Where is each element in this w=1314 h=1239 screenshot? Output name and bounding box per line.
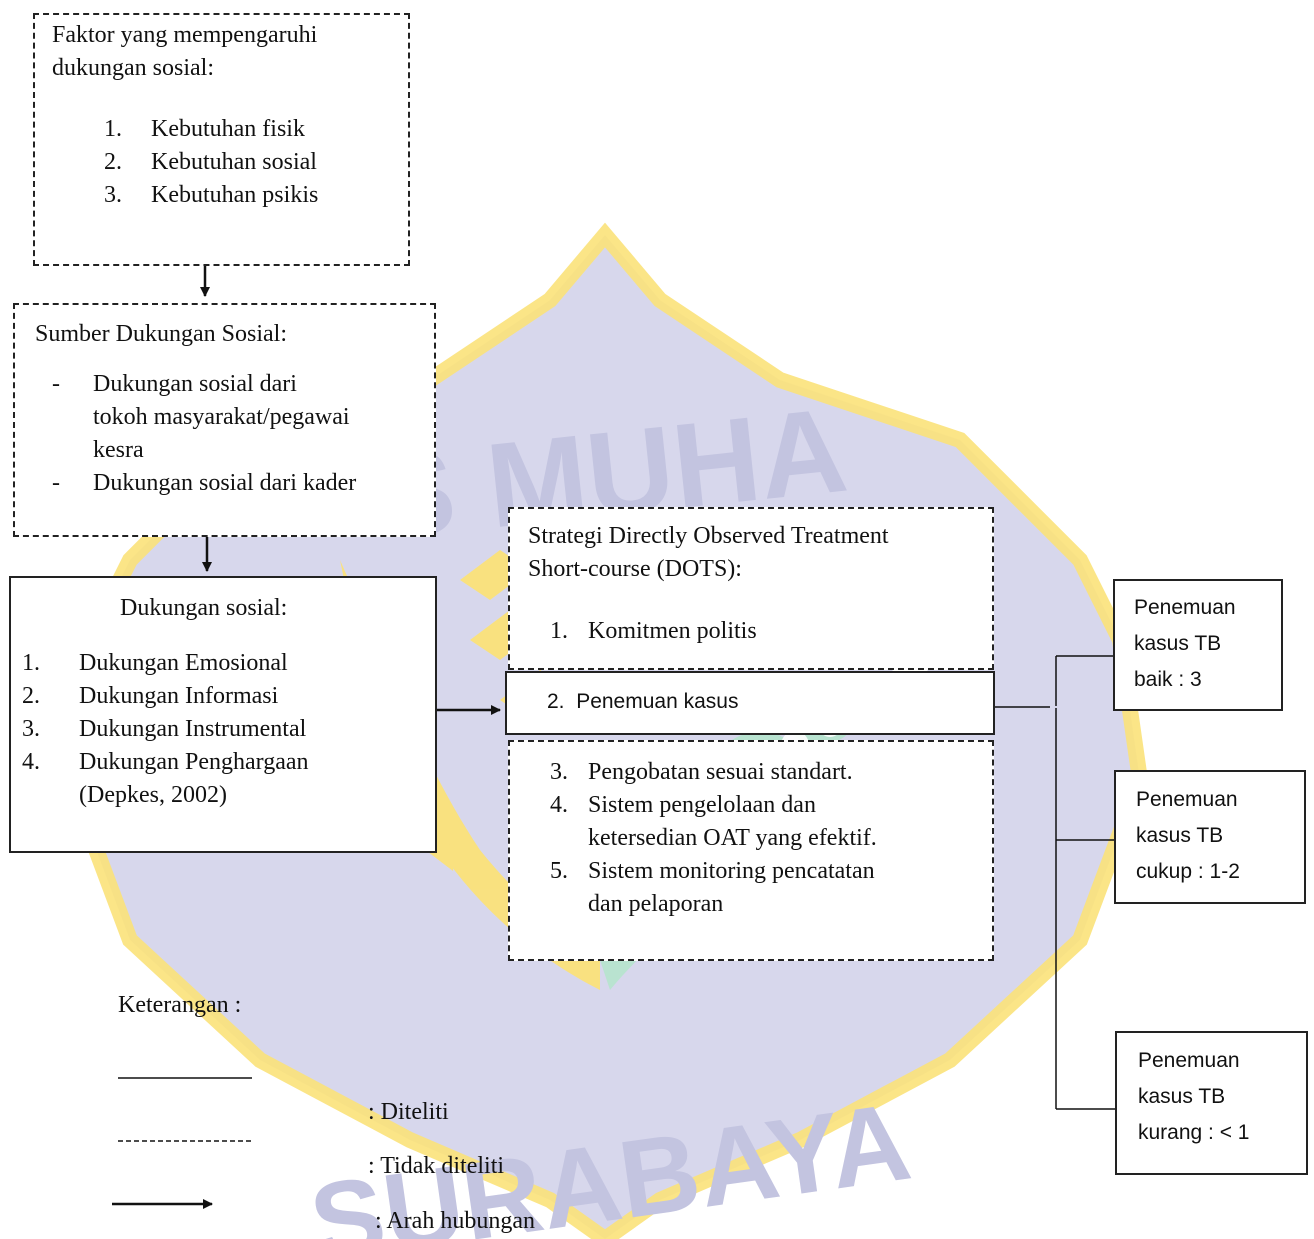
- source-list: - Dukungan sosial dari tokoh masyarakat/…: [52, 368, 356, 500]
- support-citation: (Depkes, 2002): [79, 782, 227, 808]
- outcome-box-sufficient: [1114, 770, 1306, 904]
- dots-list-item: 4. Sistem pengelolaan dan ketersedian OA…: [550, 792, 877, 851]
- outcome-box-good: [1113, 579, 1283, 711]
- dots-case-finding-box: [505, 671, 995, 735]
- support-list-item: 1.Dukungan Emosional: [22, 650, 288, 676]
- social-support-box: [9, 576, 437, 853]
- support-list-item: 4.Dukungan Penghargaan: [22, 749, 309, 775]
- social-support-title: Dukungan sosial:: [120, 595, 288, 621]
- dots-title: Strategi Directly Observed Treatment Sho…: [528, 523, 889, 582]
- source-box: [13, 303, 436, 537]
- legend-title: Keterangan :: [118, 992, 242, 1018]
- legend-label-direction: : Arah hubungan: [375, 1208, 535, 1234]
- factor-box: [33, 13, 410, 266]
- dots-list-item: 3. Pengobatan sesuai standart.: [550, 759, 853, 785]
- factor-box-title: Faktor yang mempengaruhi dukungan sosial…: [52, 22, 318, 81]
- dots-list-item: 5. Sistem monitoring pencatatan dan pela…: [550, 858, 875, 917]
- dots-list-rest: 3. Pengobatan sesuai standart. 4. Sistem…: [550, 756, 877, 921]
- support-list-item: 3.Dukungan Instrumental: [22, 716, 307, 742]
- source-list-item: - Dukungan sosial dari kader: [52, 470, 357, 496]
- outcome-sufficient-text: Penemuan kasus TB cukup : 1-2: [1136, 788, 1240, 883]
- factor-list-item: 3.Kebutuhan psikis: [104, 182, 319, 208]
- legend-label-not-researched: : Tidak diteliti: [368, 1153, 505, 1179]
- outcome-good-text: Penemuan kasus TB baik : 3: [1134, 596, 1236, 691]
- dots-item-1: 1.Komitmen politis: [550, 618, 757, 644]
- dots-bottom-box: [508, 740, 994, 961]
- social-support-list: 1.Dukungan Emosional 2.Dukungan Informas…: [22, 647, 309, 812]
- factor-list: 1.Kebutuhan fisik 2.Kebutuhan sosial 3.K…: [104, 113, 318, 212]
- factor-list-item: 1.Kebutuhan fisik: [104, 116, 305, 142]
- source-box-title: Sumber Dukungan Sosial:: [35, 321, 287, 347]
- factor-list-item: 2.Kebutuhan sosial: [104, 149, 317, 175]
- dots-top-box: [508, 507, 994, 670]
- support-list-item: 2.Dukungan Informasi: [22, 683, 279, 709]
- outcome-less-text: Penemuan kasus TB kurang : < 1: [1138, 1049, 1250, 1144]
- outcome-box-third: [1115, 1031, 1308, 1175]
- source-list-item: - Dukungan sosial dari tokoh masyarakat/…: [52, 371, 350, 463]
- legend-label-researched: : Diteliti: [368, 1099, 449, 1125]
- dots-item-2: 2. Penemuan kasus: [547, 690, 739, 713]
